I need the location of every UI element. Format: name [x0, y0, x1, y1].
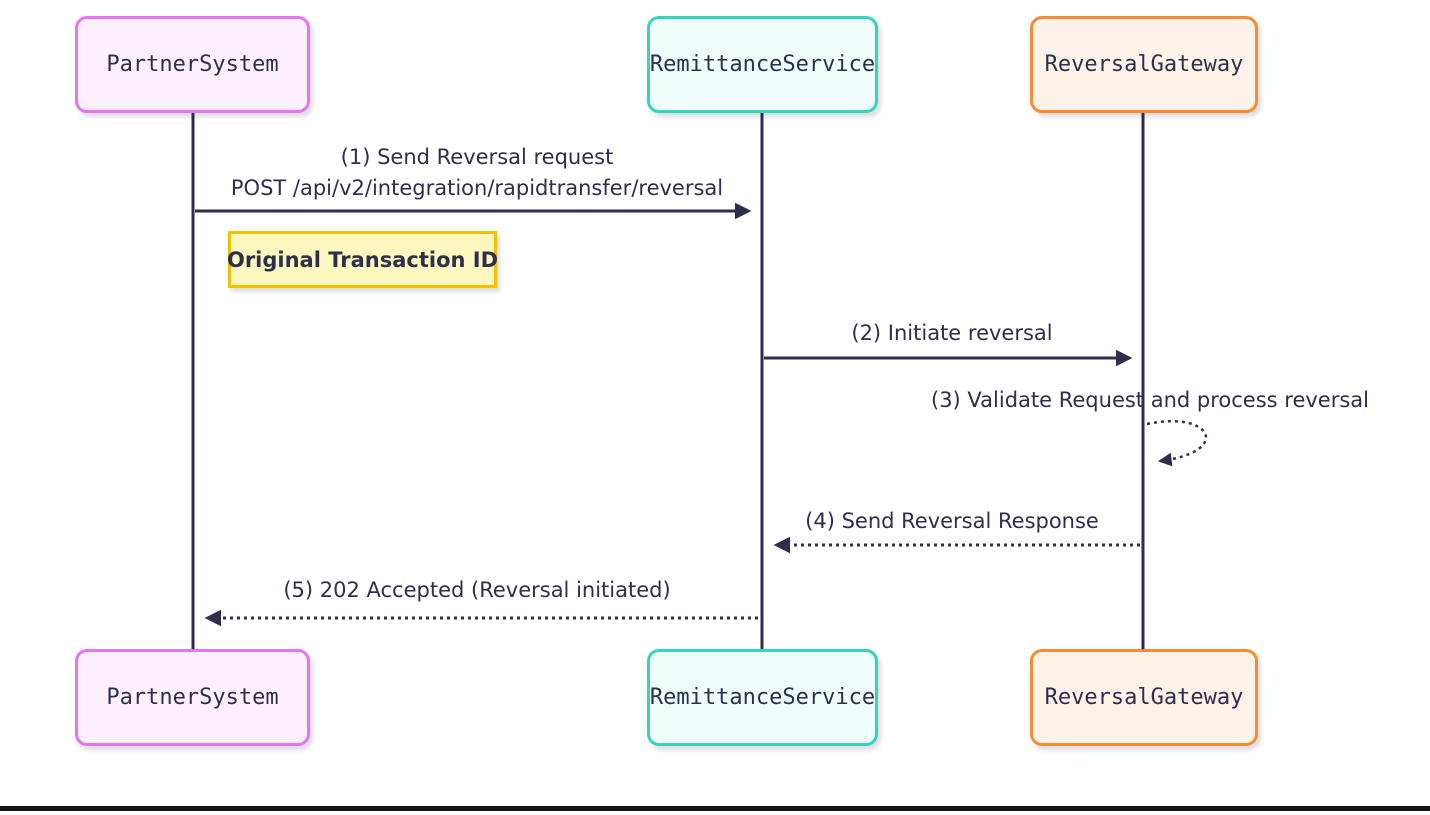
actor-remittanceservice-top: RemittanceService [647, 16, 878, 113]
message-3-label: (3) Validate Request and process reversa… [931, 388, 1369, 412]
note-label: Original Transaction ID [226, 247, 499, 272]
actor-label: PartnerSystem [106, 52, 279, 77]
actor-reversalgateway-bottom: ReversalGateway [1030, 649, 1258, 746]
actor-partnersystem-top: PartnerSystem [75, 16, 310, 113]
message-1-label-line2: POST /api/v2/integration/rapidtransfer/r… [230, 176, 724, 200]
actor-label: ReversalGateway [1044, 685, 1244, 710]
message-5-label: (5) 202 Accepted (Reversal initiated) [283, 578, 671, 602]
note-box: Original Transaction ID [226, 231, 499, 288]
message-1-label: (1) Send Reversal request [340, 145, 614, 169]
actor-partnersystem-bottom: PartnerSystem [75, 649, 310, 746]
actor-reversalgateway-top: ReversalGateway [1030, 16, 1258, 113]
actor-remittanceservice-bottom: RemittanceService [647, 649, 878, 746]
bottom-border-line [0, 806, 1430, 811]
message-2-label: (2) Initiate reversal [851, 321, 1053, 345]
message-3-self-loop-arrow [1146, 419, 1208, 467]
message-4-label: (4) Send Reversal Response [805, 509, 1099, 533]
actor-label: RemittanceService [649, 685, 876, 710]
actor-label: RemittanceService [649, 52, 876, 77]
actor-label: PartnerSystem [106, 685, 279, 710]
actor-label: ReversalGateway [1044, 52, 1244, 77]
